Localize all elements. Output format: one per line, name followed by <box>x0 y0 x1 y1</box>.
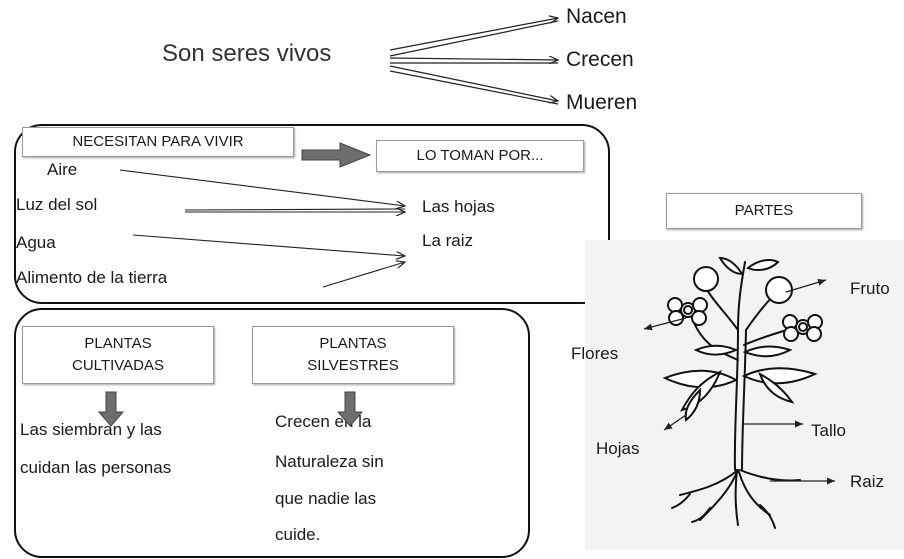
part-stem: Tallo <box>811 421 846 440</box>
needs-panel <box>14 124 610 304</box>
part-leaves: Hojas <box>596 439 640 458</box>
needs-title: NECESITAN PARA VIVIR <box>72 133 244 150</box>
wild-title-line1: PLANTAS <box>319 335 387 352</box>
cycle-arrows <box>389 18 558 105</box>
needs-title-box: NECESITAN PARA VIVIR <box>22 127 294 157</box>
block-arrow-right <box>301 142 372 168</box>
take-title: LO TOMAN POR... <box>416 147 544 164</box>
wild-title-line2: SILVESTRES <box>307 357 399 374</box>
parts-title-box: PARTES <box>666 193 862 229</box>
plant-types-panel <box>14 308 530 558</box>
need-soil-food: Alimento de la tierra <box>16 268 168 287</box>
block-arrow-down-wild <box>336 391 364 427</box>
take-leaves: Las hojas <box>422 197 495 216</box>
subject-text: Son seres vivos <box>162 40 332 67</box>
part-root: Raiz <box>850 472 885 491</box>
wild-desc-line3: que nadie las <box>275 489 377 508</box>
cultivated-title-box: PLANTAS CULTIVADAS <box>22 326 214 384</box>
cycle-grow: Crecen <box>566 48 634 71</box>
block-arrow-down-cultivated <box>97 391 125 427</box>
part-arrows <box>643 278 835 485</box>
part-fruit: Fruto <box>850 279 890 298</box>
needs-connectors <box>119 169 405 288</box>
wild-desc-line4: cuide. <box>275 525 321 544</box>
need-water: Agua <box>16 233 56 252</box>
cultivated-desc-line1: Las siembran y las <box>20 420 162 439</box>
take-title-box: LO TOMAN POR... <box>376 140 584 172</box>
cultivated-title-line1: PLANTAS <box>84 335 152 352</box>
plant-drawing <box>662 256 823 529</box>
cultivated-desc-line2: cuidan las personas <box>20 458 172 477</box>
need-air: Aire <box>47 160 78 179</box>
need-sunlight: Luz del sol <box>16 195 98 214</box>
cultivated-title-line2: CULTIVADAS <box>72 357 164 374</box>
cycle-born: Nacen <box>566 5 627 28</box>
take-root: La raiz <box>422 231 474 250</box>
wild-title-box: PLANTAS SILVESTRES <box>252 326 454 384</box>
cycle-die: Mueren <box>566 91 638 114</box>
wild-desc-line2: Naturaleza sin <box>275 452 384 471</box>
parts-title: PARTES <box>734 202 794 219</box>
part-flowers: Flores <box>571 344 619 363</box>
